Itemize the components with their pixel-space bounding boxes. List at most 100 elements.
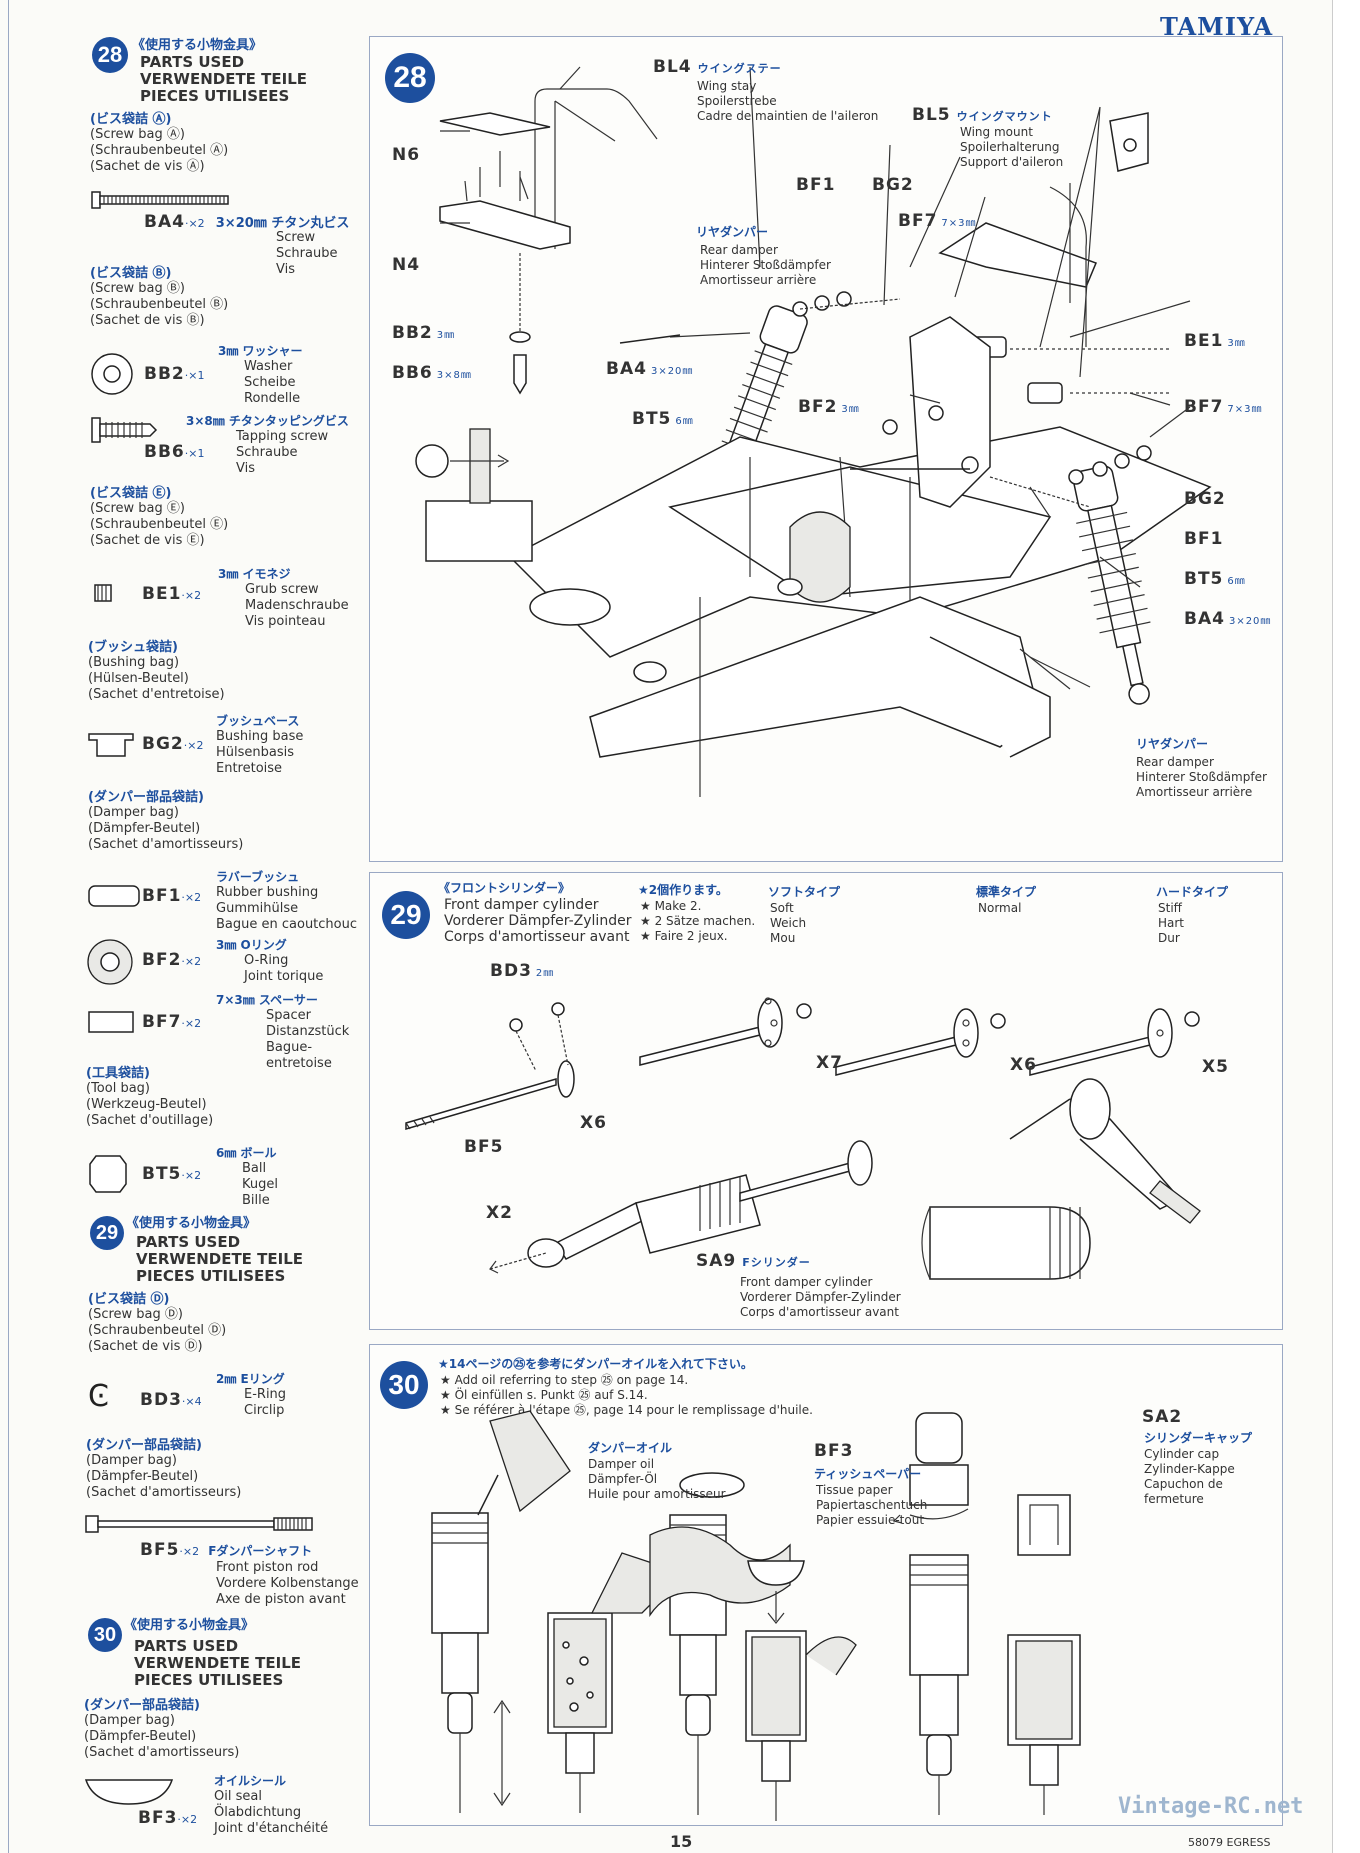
bag-b-fr: (Sachet de vis Ⓑ) [90,313,205,328]
bf2-lbl-size: 3㎜ [841,404,860,415]
bd3-lbl-size: 2㎜ [535,968,555,979]
oil-seal-icon [84,1779,174,1805]
parts-used-29-en: PARTS USED VERWENDETE TEILE PIECES UTILI… [136,1234,303,1285]
bf1-qty: ·×2 [181,891,202,904]
bf2-qty: ·×2 [181,955,202,968]
bf3-qty: ·×2 [177,1813,198,1826]
bt5-lbl-r: BT5 [1184,569,1224,589]
ba4-en: Screw [276,230,316,245]
damper-oil-en: Damper oil [588,1457,655,1471]
label-bf5: BF5 [464,1137,504,1157]
bt5-names: 6㎜ ボール Ball Kugel Bille [216,1144,278,1209]
part-bt5: BT5·×2 [142,1164,201,1184]
bag-e-jp: (ビス袋詰 Ⓔ) [90,486,172,501]
bf1-en: Rubber bushing [216,885,319,900]
label-x6-normal: X6 [1010,1055,1037,1075]
label-n4: N4 [392,255,421,275]
part-bd3: BD3·×4 [140,1390,202,1410]
ba4-jp: 3×20㎜ チタン丸ビス [215,216,350,231]
bushing-bag: (ブッシュ袋詰) (Bushing bag) (Hülsen-Beutel) (… [88,636,225,703]
step-28-panel: 28 [369,36,1283,862]
label-bg2-right: BG2 [1184,489,1226,509]
bt5-lbl-r-size: 6㎜ [1227,576,1246,587]
damper-upper-names: Rear damper Hinterer Stoßdämpfer Amortis… [700,243,831,288]
bt5-en: Ball [242,1161,267,1176]
normal-jp: 標準タイプ [976,885,1037,899]
bushbag-en: (Bushing bag) [88,655,180,670]
bag-e-de: (Schraubenbeutel Ⓔ) [90,517,229,532]
step30-note: ★ Add oil referring to step ㉕ on page 14… [440,1373,813,1418]
bd3-lbl: BD3 [490,961,532,981]
step30-note-de: ★ Öl einfüllen s. Punkt ㉕ auf S.14. [440,1388,648,1402]
parts-used-30-jp: 《使用する小物金具》 [124,1618,255,1633]
damper-bag-28: (ダンパー部品袋詰) (Damper bag) (Dämpfer-Beutel)… [88,786,243,853]
ba4-code: BA4 [144,212,185,232]
bushbag-fr: (Sachet d'entretoise) [88,687,225,702]
step29-title-jp: 《フロントシリンダー》 [438,881,571,895]
be1-lbl: BE1 [1184,331,1224,351]
bf7-de: Distanzstück [266,1024,350,1039]
part-be1: BE1·×2 [142,584,201,604]
part-bg2: BG2·×2 [142,734,203,754]
part-bf3: BF3·×2 [138,1808,197,1828]
bb2-fr: Rondelle [244,391,301,406]
bb6-jp: 3×8㎜ チタンタッピングビス [186,414,349,428]
parts29-en-line: PARTS USED [136,1233,241,1251]
soft-names: Soft Weich Mou [770,901,806,946]
bf5-fr: Axe de piston avant [216,1592,346,1607]
be1-fr: Vis pointeau [245,614,326,629]
bg2-code: BG2 [142,734,184,754]
bf2-code: BF2 [142,950,182,970]
grub-screw-icon [94,584,112,602]
footer-code: 58079 EGRESS [1188,1836,1271,1849]
damper-lower-jp: リヤダンパー [1136,737,1209,751]
step-30-panel: 30 ★14ページの㉕を参考にダンパーオイルを入れて下さい。 ★ Add oil… [369,1344,1283,1826]
damper-upper-de: Hinterer Stoßdämpfer [700,258,831,272]
bf2-jp: 3㎜ Oリング [216,938,287,952]
soft-fr: Mou [770,931,796,945]
bushbag-jp: (ブッシュ袋詰) [88,640,178,655]
parts30-de-line: VERWENDETE TEILE [134,1654,302,1672]
bd3-code: BD3 [140,1390,182,1410]
rubber-bushing-icon [88,885,140,907]
sa9-en: Front damper cylinder [740,1275,873,1289]
make2-jp: ★2個作ります。 [638,883,728,897]
toolbag-fr: (Sachet d'outillage) [86,1113,214,1128]
sa9-jp: Fシリンダー [742,1256,811,1269]
step29-title: Front damper cylinder Vorderer Dämpfer-Z… [444,897,631,945]
damper-lower-names: Rear damper Hinterer Stoßdämpfer Amortis… [1136,755,1267,800]
label-x6-main: X6 [580,1113,607,1133]
parts30-en-line: PARTS USED [134,1637,239,1655]
damperbag28-jp: (ダンパー部品袋詰) [88,790,204,805]
cap-de: Zylinder-Kappe [1144,1462,1235,1476]
parts-used-30-en: PARTS USED VERWENDETE TEILE PIECES UTILI… [134,1638,301,1689]
bf7-lbl-r-size: 7×3㎜ [1227,404,1263,415]
bf1-fr: Bague en caoutchouc [216,917,358,932]
bl5-en: Wing mount [960,125,1033,139]
parts-used-en-line: PARTS USED [140,53,245,71]
make2-de: ★ 2 Sätze machen. [640,914,756,928]
tissue-names: Tissue paper Papiertaschentuch Papier es… [816,1483,927,1528]
step-29-diagram [405,997,1201,1280]
damper-oil-jp: ダンパーオイル [588,1441,673,1455]
bf1-names: ラバーブッシュ Rubber bushing Gummihülse Bague … [216,868,357,933]
screw-icon [91,191,229,209]
parts-used-de-line: VERWENDETE TEILE [140,70,308,88]
ba4-qty: ·×2 [184,217,205,230]
sidebar: 28 《使用する小物金具》 PARTS USED VERWENDETE TEIL… [0,0,375,1853]
screw-bag-e: (ビス袋詰 Ⓔ) (Screw bag Ⓔ) (Schraubenbeutel … [90,482,228,549]
cap-jp: シリンダーキャップ [1144,1431,1253,1445]
step-28-diagram [415,66,1212,797]
be1-code: BE1 [142,584,182,604]
step-30-diagram [431,1410,1081,1821]
toolbag-jp: (工具袋詰) [86,1066,150,1081]
step29-title-de: Vorderer Dämpfer-Zylinder [444,913,632,929]
step-28-number: 28 [385,53,435,103]
bf3-code: BF3 [138,1808,178,1828]
damperbag30-jp: (ダンパー部品袋詰) [84,1698,200,1713]
